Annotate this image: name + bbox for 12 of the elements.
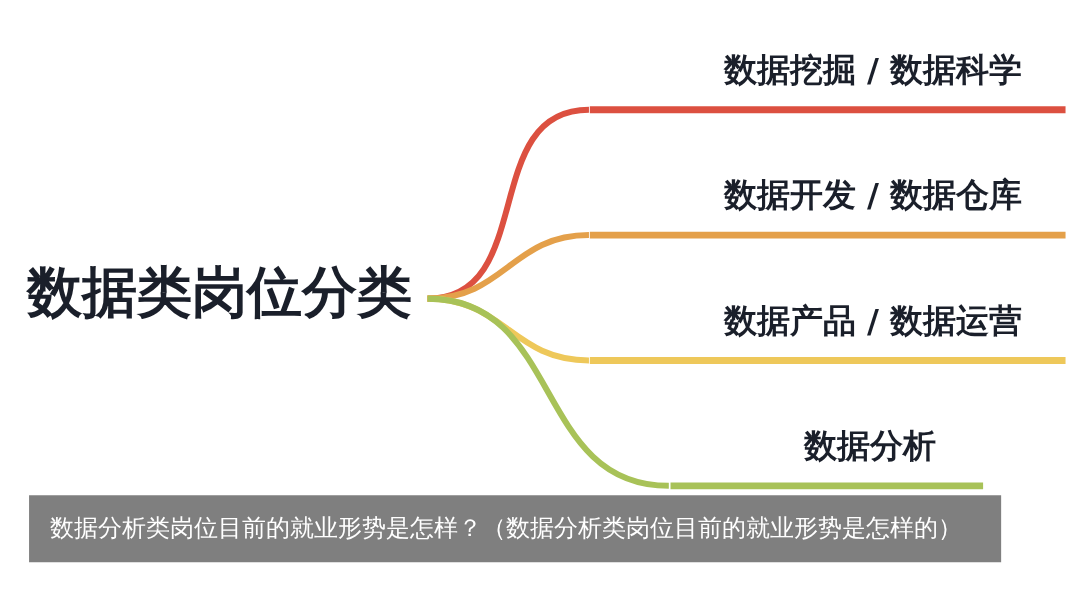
node-box [589,231,1066,238]
node-box [589,356,1066,364]
node-box [670,481,984,489]
node-label: 数据产品 / 数据运营 [723,301,1023,340]
node-box [589,105,1066,113]
connector [427,106,590,302]
caption: 数据分析类岗位目前的就业形势是怎样？（数据分析类岗位目前的就业形势是怎样的） [49,513,962,542]
node-label: 数据挖掘 / 数据科学 [723,50,1023,89]
node-label: 数据分析 [804,426,937,465]
node-text: 数据类岗位分类 [27,259,413,324]
node-label: 数据开发 / 数据仓库 [723,175,1023,214]
connector [427,231,590,302]
